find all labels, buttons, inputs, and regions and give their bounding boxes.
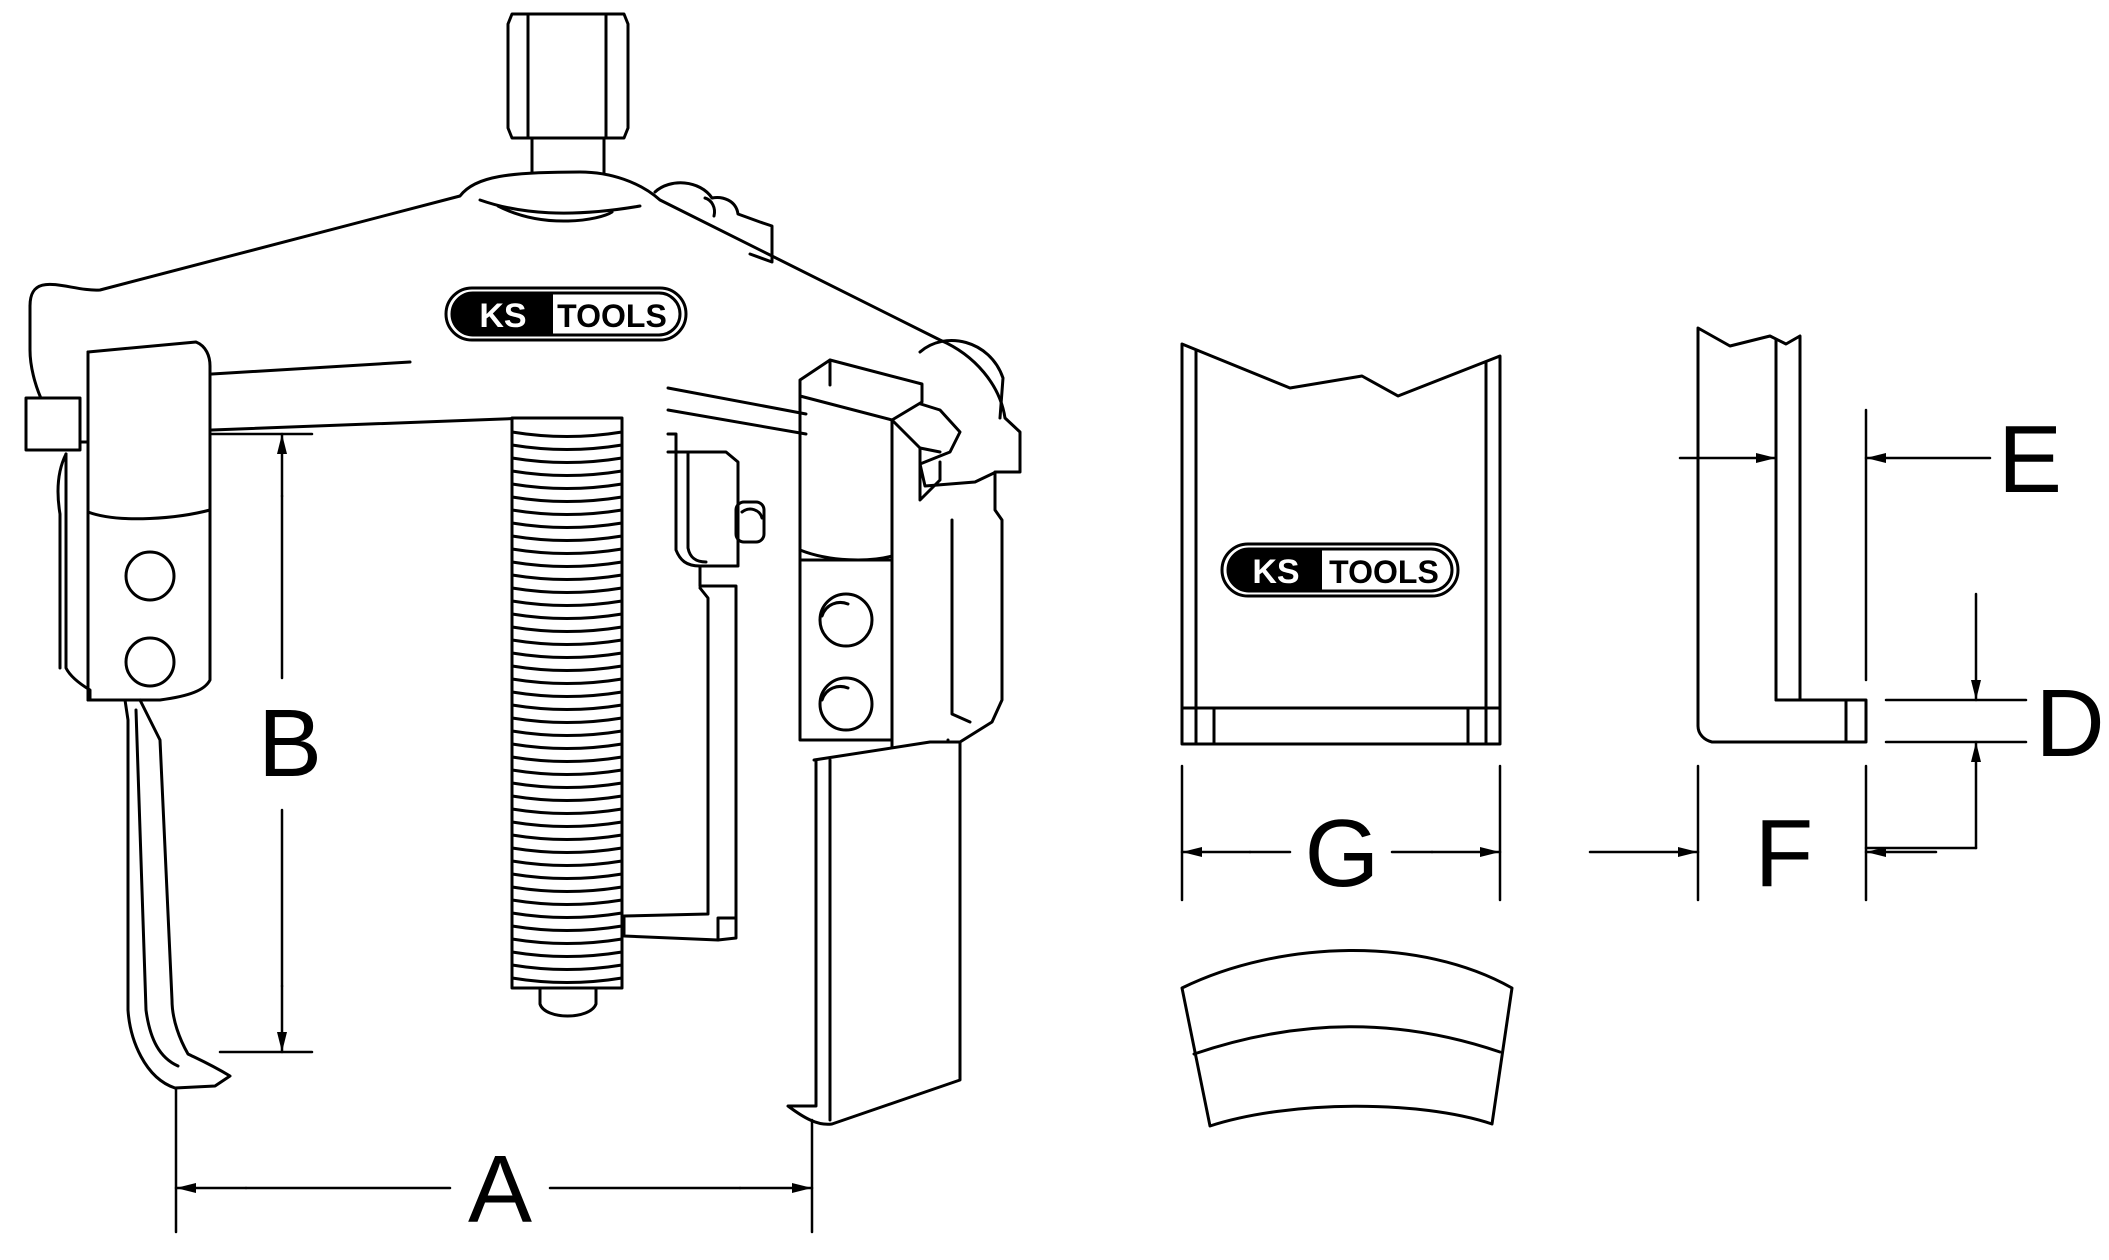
jaw-plate-top-view [1180,949,1514,1128]
threaded-spindle [510,416,624,1018]
dimension-label-d: D [2035,670,2104,777]
thread-line [510,716,624,724]
left-jaw [24,340,232,1090]
thread-line [510,820,624,828]
thread-line [510,547,624,555]
thread-line [510,690,624,698]
dimension-label-a: A [468,1136,532,1243]
thread-line [510,859,624,867]
thread-line [510,638,624,646]
thread-line [510,677,624,685]
thread-line [510,586,624,594]
dimension-lines [174,408,2028,1234]
rear-jaw [622,432,766,942]
thread-line [510,703,624,711]
thread-line [510,612,624,620]
puller-illustration: KS TOOLS [24,12,1022,1126]
jaw-plate-side-view [1696,326,1868,744]
dimension-label-g: G [1305,800,1380,907]
thread-line [510,924,624,932]
thread-line [510,950,624,958]
dimension-label-f: F [1755,800,1814,907]
logo-suffix: TOOLS [1329,554,1439,590]
dimension-label-e: E [1998,406,2062,513]
thread-line [510,534,624,542]
thread-line [510,495,624,503]
thread-line [510,742,624,750]
thread-line [510,794,624,802]
spindle-hex-head [506,12,630,188]
thread-line [510,807,624,815]
thread-line [510,560,624,568]
thread-line [510,625,624,633]
thread-line [510,846,624,854]
thread-line [510,482,624,490]
thread-line [510,898,624,906]
thread-line [510,469,624,477]
thread-line [510,872,624,880]
thread-line [510,885,624,893]
logo-suffix: TOOLS [557,298,667,334]
jaw-plate-front-view: KS TOOLS [1180,342,1502,746]
thread-line [510,976,624,984]
thread-line [510,573,624,581]
dimension-labels: A B G E D F [258,406,2105,1243]
thread-line [510,729,624,737]
thread-line [510,430,624,438]
logo-prefix: KS [1252,553,1299,591]
thread-line [510,911,624,919]
ks-tools-logo-plate: KS TOOLS [1220,542,1460,598]
thread-line [510,768,624,776]
thread-line [510,755,624,763]
ks-tools-logo-yoke: KS TOOLS [444,286,688,342]
thread-line [510,456,624,464]
dimension-label-b: B [258,690,322,797]
thread-line [510,599,624,607]
right-jaw [786,358,1004,1126]
thread-line [510,833,624,841]
thread-line [510,937,624,945]
logo-prefix: KS [479,297,526,335]
thread-line [510,521,624,529]
thread-line [510,508,624,516]
thread-line [510,781,624,789]
thread-line [510,443,624,451]
thread-line [510,651,624,659]
thread-line [510,963,624,971]
thread-line [510,664,624,672]
